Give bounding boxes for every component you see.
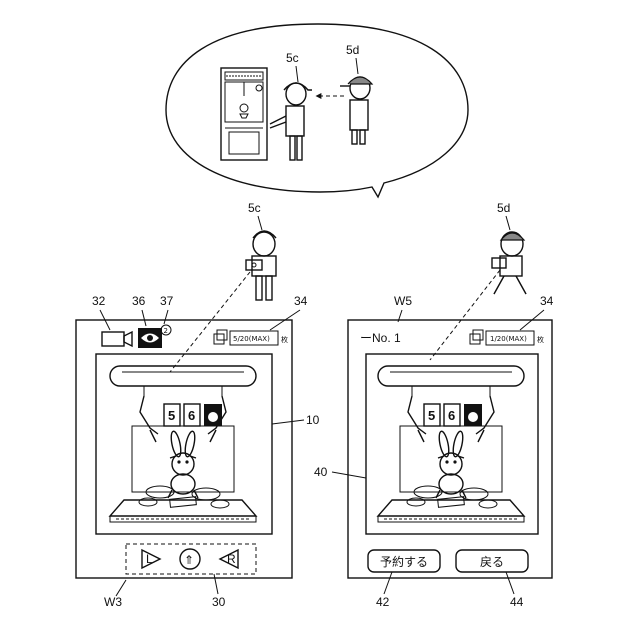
bubble-waiter-leader [356, 58, 358, 74]
waiter-top-figure [492, 232, 526, 294]
counter-right-label: 34 [540, 294, 554, 308]
left-counter: 5/20(MAX) 枚 [214, 330, 288, 345]
controls-ref-leader [214, 574, 218, 594]
right-counter-text: 1/20(MAX) [490, 335, 527, 343]
reserve-button[interactable]: 予約する [368, 550, 440, 572]
right-screen-frame [348, 320, 552, 578]
camera-icon[interactable] [102, 332, 132, 346]
right-panel-bunny-icon [468, 412, 478, 422]
left-panel-bunny-icon [208, 412, 218, 422]
player-sightline [170, 272, 250, 372]
reserve-button-label: 予約する [380, 554, 428, 569]
player-top-leader [258, 216, 262, 230]
eye-icon[interactable] [138, 328, 162, 348]
right-counter: 1/20(MAX) 枚 [470, 330, 544, 345]
left-panel-num-1: 5 [168, 408, 175, 423]
right-machine-interior [378, 366, 524, 522]
screen-ref-leader [272, 420, 304, 424]
left-panel-num-2: 6 [188, 408, 195, 423]
bubble-player-leader [296, 66, 298, 82]
controls-ref-label: 30 [212, 595, 226, 609]
right-counter-unit: 枚 [537, 335, 544, 344]
right-arrow-label: R [227, 552, 236, 566]
right-arrow-button[interactable]: R [220, 550, 238, 568]
up-arrow-button[interactable]: ⇑ [180, 549, 200, 569]
left-counter-text: 5/20(MAX) [233, 335, 270, 343]
left-screen-frame [76, 320, 292, 578]
eye-leader [142, 310, 146, 326]
bubble-player-label: 5c [286, 51, 299, 65]
bubble-player-figure [270, 83, 312, 160]
left-counter-unit: 枚 [281, 335, 288, 344]
right-panel-num-2: 6 [448, 408, 455, 423]
right-screen-title: ーNo. 1 [360, 331, 401, 345]
right-machine-ref-label: 40 [314, 465, 328, 479]
eye-icon-label: 36 [132, 294, 146, 308]
counter-left-label: 34 [294, 294, 308, 308]
badge-number: 2 [164, 327, 168, 335]
right-machine-ref-leader [332, 472, 366, 478]
right-panel-cards: 5 6 [424, 404, 482, 426]
bubble-claw-machine [221, 68, 267, 160]
badge-circle: 2 [161, 325, 171, 335]
speech-bubble [166, 24, 468, 197]
right-machine-view [366, 354, 538, 534]
back-ref-leader [506, 572, 514, 594]
bubble-waiter-figure [340, 77, 372, 144]
waiter-top-leader [506, 216, 510, 230]
waiter-top-label: 5d [497, 201, 510, 215]
camera-icon-label: 32 [92, 294, 106, 308]
left-machine-view [96, 354, 272, 534]
player-top-label: 5c [248, 201, 261, 215]
right-panel-num-1: 5 [428, 408, 435, 423]
left-arrow-button[interactable]: L [142, 550, 160, 568]
back-ref-label: 44 [510, 595, 524, 609]
left-arrow-label: L [146, 552, 153, 566]
right-screen-ref-label: W5 [394, 294, 412, 308]
back-button[interactable]: 戻る [456, 550, 528, 572]
reserve-ref-leader [384, 572, 392, 594]
bubble-waiter-label: 5d [346, 43, 359, 57]
left-screen-ref-leader [116, 580, 126, 596]
back-button-label: 戻る [480, 555, 504, 569]
reserve-ref-label: 42 [376, 595, 390, 609]
waiter-sightline [430, 270, 500, 360]
screen-ref-label: 10 [306, 413, 320, 427]
up-arrow-label: ⇑ [184, 553, 194, 567]
left-machine-interior [110, 366, 256, 522]
badge-label: 37 [160, 294, 174, 308]
left-panel-cards: 5 6 [164, 404, 222, 426]
player-top-figure [246, 231, 276, 300]
left-screen-ref-label: W3 [104, 595, 122, 609]
badge-leader [164, 310, 168, 324]
